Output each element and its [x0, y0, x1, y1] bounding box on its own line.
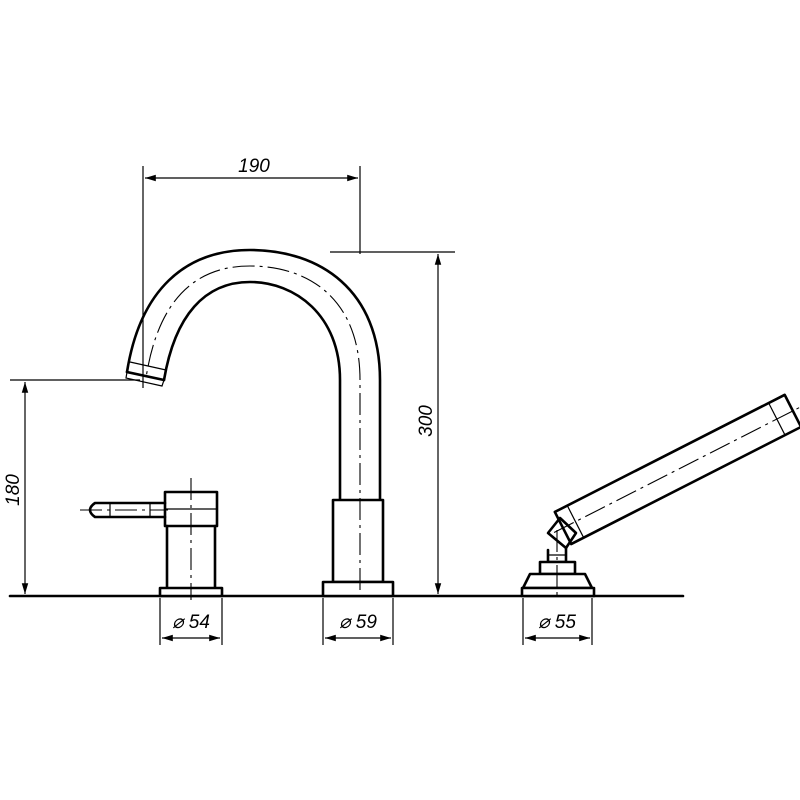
dimension-label-d54: ⌀ 54 — [172, 612, 210, 633]
dimension-shower-base-diameter: ⌀ 55 — [522, 598, 593, 645]
dimension-spout-base-diameter: ⌀ 59 — [322, 598, 394, 645]
mixer — [80, 478, 224, 600]
dimension-label-180: 180 — [3, 474, 24, 506]
hand-shower — [520, 393, 800, 600]
dimension-outlet-height: 180 — [3, 379, 140, 594]
dimension-spout-reach: 190 — [142, 156, 361, 388]
dimension-label-190: 190 — [238, 156, 270, 177]
dimension-mixer-diameter: ⌀ 54 — [159, 598, 223, 645]
dimension-label-d55: ⌀ 55 — [538, 612, 576, 633]
dimension-label-d59: ⌀ 59 — [339, 612, 377, 633]
spout — [125, 248, 395, 598]
dimension-spout-height: 300 — [330, 251, 455, 597]
dimension-label-300: 300 — [416, 405, 437, 437]
